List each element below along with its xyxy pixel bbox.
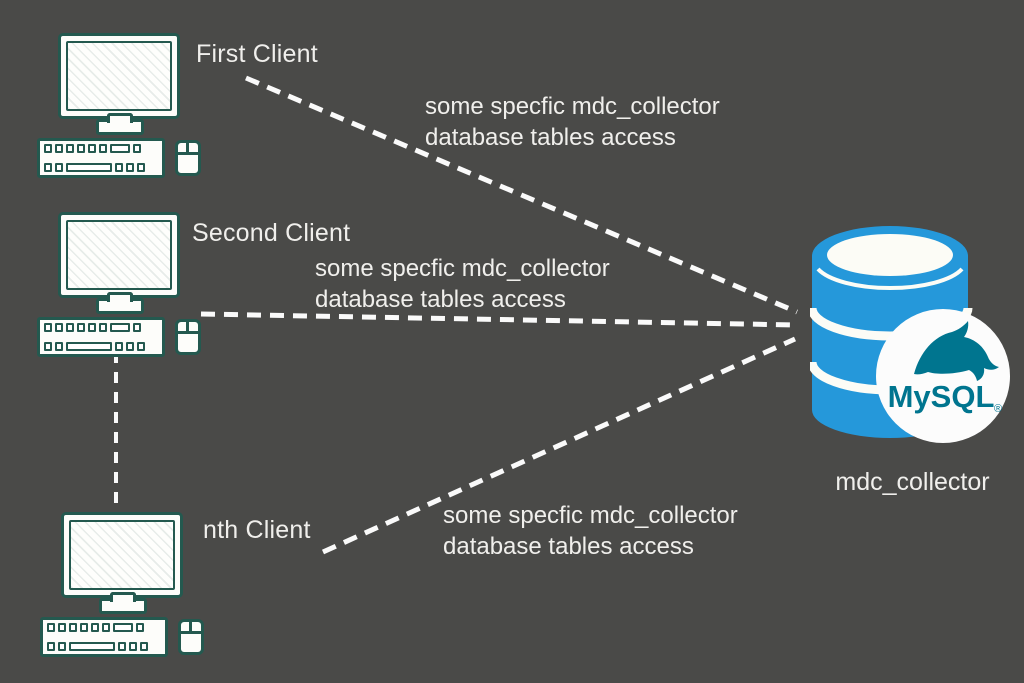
client-first-computer-icon — [37, 33, 202, 178]
keyboard-key — [44, 342, 52, 351]
keyboard-key — [88, 144, 96, 153]
client-nth-label: nth Client — [203, 516, 311, 544]
keyboard-key — [66, 342, 112, 351]
keyboard-key — [66, 323, 74, 332]
client-first-label: First Client — [196, 40, 318, 68]
mouse-icon — [175, 140, 201, 176]
keyboard-icon — [37, 317, 165, 357]
keyboard-key — [110, 144, 130, 153]
keyboard-key — [136, 623, 144, 632]
registered-trademark-symbol: ® — [994, 403, 1002, 415]
keyboard-icon — [40, 617, 168, 657]
dolphin-icon — [914, 321, 999, 381]
keyboard-key — [118, 642, 126, 651]
annotation-line: database tables access — [443, 533, 694, 560]
keyboard-key — [69, 623, 77, 632]
monitor-screen — [69, 520, 175, 590]
keyboard-icon — [37, 138, 165, 178]
monitor-icon — [61, 512, 183, 598]
monitor-screen — [66, 220, 172, 290]
keyboard-row — [44, 342, 158, 351]
keyboard-key — [55, 163, 63, 172]
keyboard-key — [115, 342, 123, 351]
keyboard-key — [133, 144, 141, 153]
annotation-line: database tables access — [425, 124, 676, 151]
database-rim-highlight — [816, 267, 964, 291]
keyboard-key — [102, 623, 110, 632]
keyboard-key — [137, 163, 145, 172]
client-second-computer-icon — [37, 212, 202, 357]
keyboard-key — [80, 623, 88, 632]
keyboard-key — [113, 623, 133, 632]
keyboard-row — [44, 163, 158, 172]
mouse-icon — [175, 319, 201, 355]
monitor-stand — [99, 592, 147, 614]
monitor-stand — [96, 113, 144, 135]
keyboard-row — [47, 642, 161, 651]
keyboard-row — [47, 623, 161, 632]
keyboard-key — [126, 342, 134, 351]
keyboard-key — [66, 144, 74, 153]
annotation-line: some specfic mdc_collector — [315, 255, 610, 282]
keyboard-key — [44, 323, 52, 332]
annotation-nth: some specfic mdc_collector database tabl… — [443, 500, 738, 562]
keyboard-key — [55, 144, 63, 153]
edge-second-client-to-database — [200, 311, 798, 328]
keyboard-key — [66, 163, 112, 172]
keyboard-key — [44, 163, 52, 172]
keyboard-key — [110, 323, 130, 332]
keyboard-key — [55, 342, 63, 351]
monitor-icon — [58, 33, 180, 119]
keyboard-key — [99, 144, 107, 153]
keyboard-key — [99, 323, 107, 332]
keyboard-row — [44, 323, 158, 332]
keyboard-key — [47, 642, 55, 651]
keyboard-key — [129, 642, 137, 651]
monitor-stand — [96, 292, 144, 314]
keyboard-key — [77, 323, 85, 332]
annotation-first: some specfic mdc_collector database tabl… — [425, 91, 720, 153]
annotation-line: some specfic mdc_collector — [443, 502, 738, 529]
annotation-line: database tables access — [315, 286, 566, 313]
keyboard-key — [133, 323, 141, 332]
keyboard-key — [140, 642, 148, 651]
annotation-line: some specfic mdc_collector — [425, 93, 720, 120]
keyboard-key — [137, 342, 145, 351]
keyboard-key — [88, 323, 96, 332]
keyboard-key — [69, 642, 115, 651]
mysql-wordmark: MySQL — [888, 379, 995, 414]
annotation-second: some specfic mdc_collector database tabl… — [315, 253, 610, 315]
keyboard-key — [44, 144, 52, 153]
keyboard-key — [91, 623, 99, 632]
keyboard-key — [126, 163, 134, 172]
keyboard-key — [55, 323, 63, 332]
client-second-label: Second Client — [192, 219, 351, 247]
keyboard-key — [58, 623, 66, 632]
keyboard-key — [77, 144, 85, 153]
keyboard-row — [44, 144, 158, 153]
mysql-database-icon: MySQL ® — [810, 226, 1010, 443]
monitor-screen — [66, 41, 172, 111]
keyboard-key — [58, 642, 66, 651]
client-nth-computer-icon — [40, 512, 205, 657]
keyboard-key — [115, 163, 123, 172]
keyboard-key — [47, 623, 55, 632]
monitor-icon — [58, 212, 180, 298]
database-top — [827, 234, 953, 276]
mouse-icon — [178, 619, 204, 655]
mysql-logo-badge — [876, 309, 1010, 443]
database-label: mdc_collector — [835, 468, 990, 496]
